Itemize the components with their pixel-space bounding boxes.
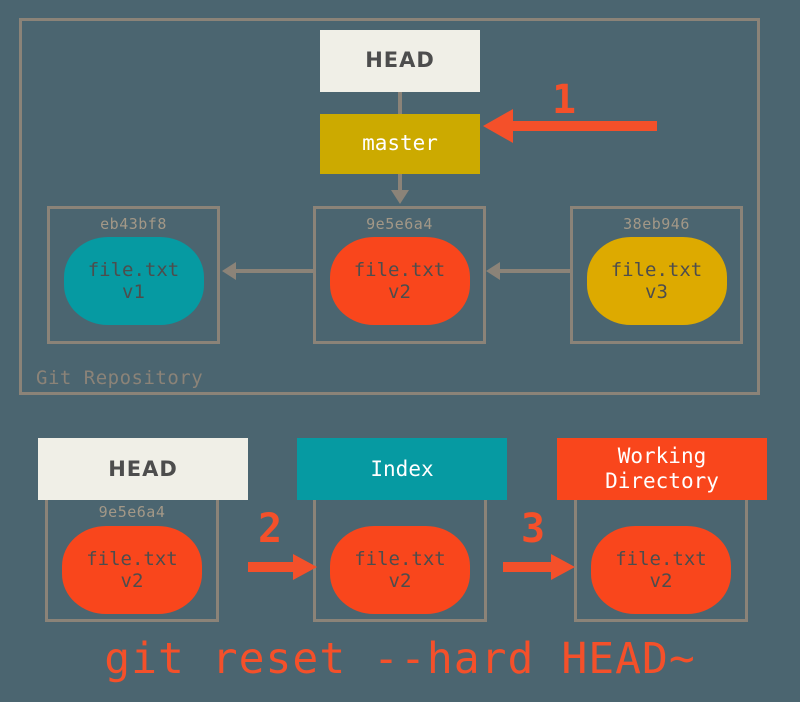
blob-version: v1 (122, 281, 145, 303)
step-1-arrow-head (483, 109, 513, 143)
blob-version: v2 (120, 570, 144, 592)
blob-version: v2 (649, 570, 673, 592)
commit-parent-arrowhead-3to2 (486, 262, 500, 280)
master-to-commit-arrowhead (391, 190, 409, 204)
step-1-number: 1 (552, 77, 577, 123)
commit-box-9e5e6a4: 9e5e6a4 file.txt v2 (313, 206, 486, 344)
blob-filename: file.txt (86, 547, 178, 570)
working-directory-title-line2: Directory (605, 469, 719, 493)
blob-version: v2 (388, 281, 411, 303)
step-2-number: 2 (258, 506, 283, 552)
blob-filename: file.txt (353, 258, 446, 281)
blob-version: v2 (388, 570, 412, 592)
commit-parent-arrowhead-2to1 (222, 262, 236, 280)
head-area-title: HEAD (38, 438, 248, 500)
commit-parent-line-2to1 (236, 269, 313, 273)
blob-filename: file.txt (87, 258, 180, 281)
git-repository-frame (19, 18, 760, 395)
working-directory-area-title: Working Directory (557, 438, 767, 500)
command-caption: git reset --hard HEAD~ (104, 634, 696, 684)
step-1-arrow-shaft (512, 121, 657, 131)
head-to-master-connector (398, 92, 402, 114)
index-area-blob: file.txt v2 (330, 526, 470, 614)
commit-box-38eb946: 38eb946 file.txt v3 (570, 206, 743, 344)
head-ref-box: HEAD (320, 30, 480, 92)
commit-hash-label: 9e5e6a4 (366, 215, 433, 233)
commit-hash-label: 38eb946 (623, 215, 690, 233)
blob-filename: file.txt (610, 258, 703, 281)
step-2-arrow-head (293, 554, 317, 580)
blob-file-v3: file.txt v3 (586, 237, 727, 325)
blob-filename: file.txt (615, 547, 707, 570)
blob-file-v2: file.txt v2 (329, 237, 470, 325)
step-2-arrow-shaft (248, 562, 295, 572)
commit-parent-line-3to2 (500, 269, 570, 273)
master-to-commit-line (398, 174, 402, 198)
commit-box-eb43bf8: eb43bf8 file.txt v1 (47, 206, 220, 344)
head-area-blob: file.txt v2 (62, 526, 202, 614)
blob-filename: file.txt (354, 547, 446, 570)
blob-file-v1: file.txt v1 (63, 237, 204, 325)
head-area-hash: 9e5e6a4 (98, 503, 166, 521)
step-3-number: 3 (521, 506, 546, 552)
blob-version: v3 (645, 281, 668, 303)
head-area-box: file.txt v2 (45, 497, 219, 622)
git-repository-label: Git Repository (32, 367, 208, 389)
working-directory-area-box: file.txt v2 (574, 497, 748, 622)
master-ref-box: master (320, 114, 480, 174)
index-area-box: file.txt v2 (313, 497, 487, 622)
step-3-arrow-head (551, 554, 575, 580)
working-directory-area-blob: file.txt v2 (591, 526, 731, 614)
step-3-arrow-shaft (503, 562, 553, 572)
working-directory-title-line1: Working (617, 444, 707, 469)
index-area-title: Index (297, 438, 507, 500)
commit-hash-label: eb43bf8 (100, 215, 167, 233)
